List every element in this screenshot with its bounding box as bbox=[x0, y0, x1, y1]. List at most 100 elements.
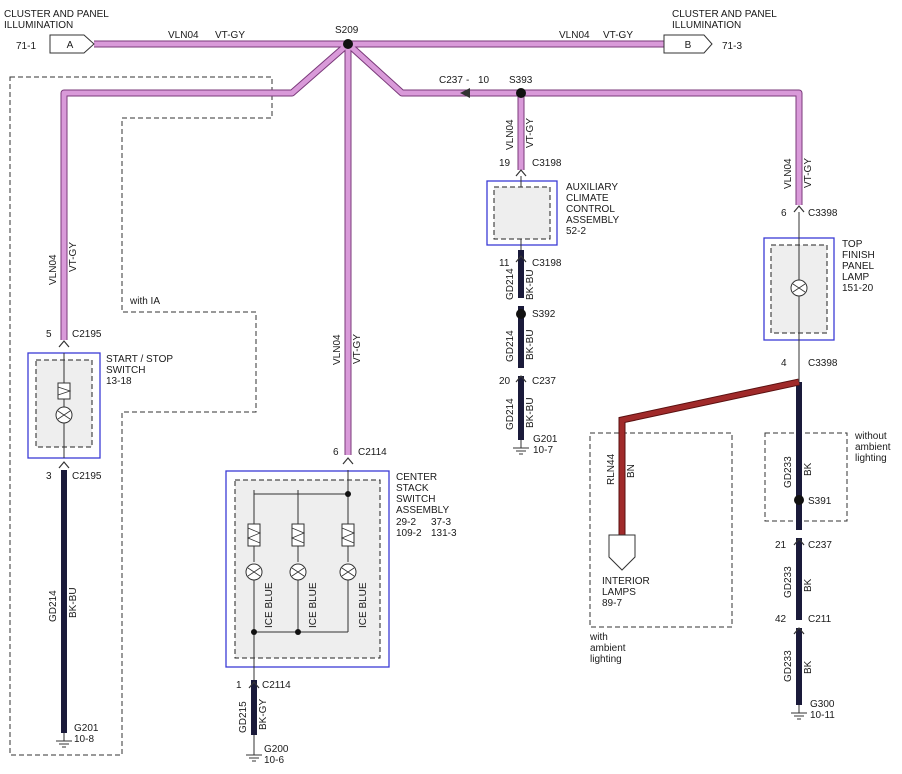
right-conn-c237: C237 bbox=[808, 540, 832, 551]
center-stack-lamp3-color: ICE BLUE bbox=[358, 582, 369, 628]
wire-label-bkbu-aux1: BK-BU bbox=[525, 269, 536, 300]
start-stop-pin-top: 5 bbox=[46, 329, 52, 340]
splice-s393-dot bbox=[516, 88, 526, 98]
connector-b-ref: 71-3 bbox=[722, 41, 742, 52]
without-ambient-line3: lighting bbox=[855, 453, 887, 464]
top-finish-name-line2: FINISH bbox=[842, 250, 875, 261]
center-stack-conn-top: C2114 bbox=[358, 447, 387, 458]
with-ambient-line3: lighting bbox=[590, 654, 622, 665]
without-ambient-line1: without bbox=[854, 431, 887, 442]
aux-conn-c237: C237 bbox=[532, 376, 556, 387]
ground-symbol-g200 bbox=[246, 735, 262, 762]
right-ground-ref: 10-11 bbox=[810, 710, 835, 721]
splice-s391-label: S391 bbox=[808, 496, 832, 507]
c237-inline-label: C237 bbox=[439, 75, 463, 86]
interior-lamps-name-line2: LAMPS bbox=[602, 587, 636, 598]
wire-label-gd233-b: GD233 bbox=[783, 566, 794, 598]
center-stack-name-line4: ASSEMBLY bbox=[396, 505, 449, 516]
wire-label-vln04-right: VLN04 bbox=[559, 30, 590, 41]
connector-b-title-line2: ILLUMINATION bbox=[672, 20, 741, 31]
aux-pin-bottom: 11 bbox=[499, 258, 510, 269]
start-stop-ref: 13-18 bbox=[106, 376, 132, 387]
wire-label-bkbu-aux2: BK-BU bbox=[525, 329, 536, 360]
wire-label-gd214-startstop: GD214 bbox=[48, 590, 59, 622]
top-finish-panel-lamp bbox=[763, 212, 835, 382]
with-ambient-line2: ambient bbox=[590, 643, 626, 654]
start-stop-name-line2: SWITCH bbox=[106, 365, 145, 376]
top-finish-ref: 151-20 bbox=[842, 283, 874, 294]
connector-a-letter: A bbox=[67, 40, 74, 51]
aux-conn-top: C3198 bbox=[532, 158, 562, 169]
center-stack-lamp2-color: ICE BLUE bbox=[308, 582, 319, 628]
connector-b: B bbox=[663, 34, 713, 54]
connector-a-title-line2: ILLUMINATION bbox=[4, 20, 73, 31]
aux-ground-ref: 10-7 bbox=[533, 445, 553, 456]
rln44-wire bbox=[618, 378, 800, 535]
aux-pin-c237: 20 bbox=[499, 376, 511, 387]
center-stack-conn-bottom: C2114 bbox=[262, 680, 291, 691]
start-stop-switch bbox=[27, 352, 101, 459]
center-stack-ref-a: 29-2 bbox=[396, 517, 416, 528]
wire-label-vtgy-left: VT-GY bbox=[215, 30, 245, 41]
ground-wire-group bbox=[61, 250, 802, 735]
connector-a: A bbox=[49, 34, 95, 54]
with-ambient-line1: with bbox=[589, 632, 608, 643]
wire-label-gd233-a: GD233 bbox=[783, 456, 794, 488]
wire-label-vln04-startstop: VLN04 bbox=[48, 254, 59, 285]
splice-s209-dot bbox=[343, 39, 353, 49]
wire-label-bk-a: BK bbox=[803, 462, 814, 476]
right-conn-c211: C211 bbox=[808, 614, 832, 625]
start-stop-pin-bottom: 3 bbox=[46, 471, 52, 482]
interior-lamps-connector bbox=[608, 534, 636, 571]
without-ambient-line2: ambient bbox=[855, 442, 891, 453]
wire-label-gd214-aux1: GD214 bbox=[505, 268, 516, 300]
right-ground: G300 bbox=[810, 699, 835, 710]
c237-direction-arrow bbox=[460, 88, 470, 98]
splice-s393-label: S393 bbox=[509, 75, 533, 86]
with-ia-label: with IA bbox=[129, 296, 160, 307]
aux-name-line2: CLIMATE bbox=[566, 193, 609, 204]
right-pin-c211: 42 bbox=[775, 614, 787, 625]
center-stack-ref-b: 37-3 bbox=[431, 517, 451, 528]
center-stack-name-line1: CENTER bbox=[396, 472, 437, 483]
ground-symbol-g201-left bbox=[56, 733, 72, 748]
aux-climate-control-assembly bbox=[486, 176, 558, 250]
wire-label-vln04-topfinish: VLN04 bbox=[783, 158, 794, 189]
vln04-wire-group bbox=[60, 40, 803, 455]
center-stack-pin-bottom: 1 bbox=[236, 680, 242, 691]
c237-inline-pin: 10 bbox=[478, 75, 490, 86]
center-stack-switch-assembly bbox=[225, 470, 390, 680]
wire-label-bk-c: BK bbox=[803, 660, 814, 674]
aux-ground: G201 bbox=[533, 434, 558, 445]
wire-label-bk-b: BK bbox=[803, 578, 814, 592]
splice-s209-label: S209 bbox=[335, 25, 359, 36]
aux-conn-bottom: C3198 bbox=[532, 258, 562, 269]
wire-label-gd214-aux3: GD214 bbox=[505, 398, 516, 430]
ground-symbol-g300 bbox=[791, 705, 807, 720]
ia-option-outline bbox=[9, 76, 273, 756]
center-stack-pin-top: 6 bbox=[333, 447, 339, 458]
aux-ref: 52-2 bbox=[566, 226, 586, 237]
wire-label-bkgy: BK-GY bbox=[258, 699, 269, 730]
splice-s392-dot bbox=[516, 309, 526, 319]
connector-a-title-line1: CLUSTER AND PANEL bbox=[4, 9, 109, 20]
wire-label-bkbu-aux3: BK-BU bbox=[525, 397, 536, 428]
center-stack-ground-ref: 10-6 bbox=[264, 755, 284, 766]
top-finish-name-line4: LAMP bbox=[842, 272, 870, 283]
interior-lamps-name-line1: INTERIOR bbox=[602, 576, 650, 587]
wire-label-gd215: GD215 bbox=[238, 701, 249, 733]
connector-b-letter: B bbox=[685, 40, 692, 51]
wire-label-vln04-center: VLN04 bbox=[332, 334, 343, 365]
right-pin-c237: 21 bbox=[775, 540, 787, 551]
aux-name-line4: ASSEMBLY bbox=[566, 215, 619, 226]
wire-label-gd233-c: GD233 bbox=[783, 650, 794, 682]
wire-label-bn: BN bbox=[626, 464, 637, 478]
start-stop-conn-top: C2195 bbox=[72, 329, 102, 340]
connector-a-ref: 71-1 bbox=[16, 41, 36, 52]
wire-label-vtgy-startstop: VT-GY bbox=[68, 242, 79, 272]
start-stop-conn-bottom: C2195 bbox=[72, 471, 102, 482]
wire-label-bkbu-startstop: BK-BU bbox=[68, 587, 79, 618]
wire-label-vln04-aux: VLN04 bbox=[505, 119, 516, 150]
wire-label-vtgy-center: VT-GY bbox=[352, 334, 363, 364]
splice-s391-dot bbox=[794, 495, 804, 505]
